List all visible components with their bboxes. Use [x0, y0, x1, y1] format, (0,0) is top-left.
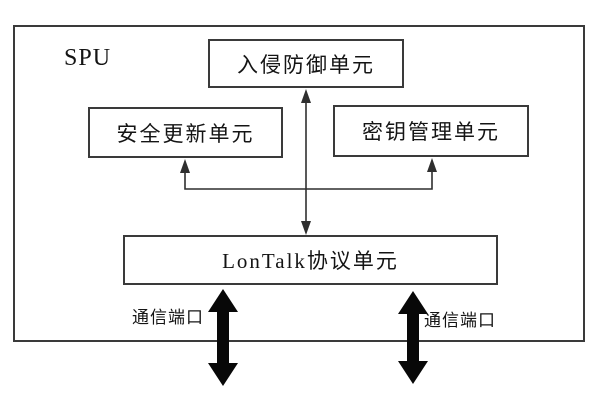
node-security-update-label: 安全更新单元: [116, 121, 255, 146]
communication-port-label-left: 通信端口: [132, 308, 204, 327]
node-intrusion-prevention-label: 入侵防御单元: [237, 52, 375, 77]
spu-container-box: [13, 25, 585, 342]
node-security-update-unit: 安全更新单元: [88, 107, 283, 158]
node-intrusion-prevention-unit: 入侵防御单元: [208, 39, 404, 88]
communication-port-label-right: 通信端口: [424, 311, 496, 330]
node-key-management-unit: 密钥管理单元: [333, 105, 529, 157]
spu-container-label: SPU: [64, 45, 112, 71]
node-lontalk-protocol-label: LonTalk协议单元: [222, 249, 399, 273]
node-lontalk-protocol-unit: LonTalk协议单元: [123, 235, 498, 285]
node-key-management-label: 密钥管理单元: [362, 120, 500, 144]
